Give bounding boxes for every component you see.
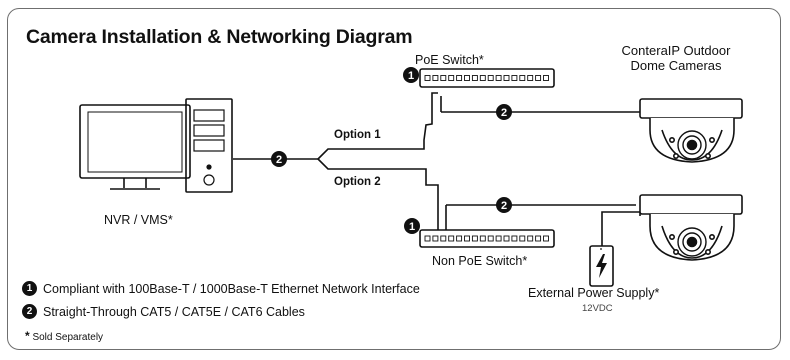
dome-camera-icon-bottom bbox=[639, 194, 743, 261]
diagram-title: Camera Installation & Networking Diagram bbox=[26, 26, 413, 48]
computer-tower-icon bbox=[185, 98, 233, 193]
switch-port bbox=[471, 235, 478, 242]
diagram-frame bbox=[7, 8, 781, 350]
switch-port bbox=[456, 75, 463, 81]
switch-port bbox=[479, 75, 486, 81]
cameras-label: ConteraIP Outdoor Dome Cameras bbox=[616, 43, 736, 73]
footnote: * Sold Separately bbox=[25, 329, 103, 343]
non-poe-switch-icon bbox=[419, 229, 555, 248]
switch-port bbox=[543, 75, 549, 81]
option-1-label: Option 1 bbox=[334, 129, 381, 141]
switch-port bbox=[503, 235, 510, 242]
switch-port bbox=[543, 235, 549, 242]
power-supply-voltage: 12VDC bbox=[582, 303, 613, 314]
footnote-text: Sold Separately bbox=[32, 332, 104, 343]
poe-switch-icon bbox=[419, 68, 555, 88]
badge-2-bottom-camera-cable: 2 bbox=[496, 197, 512, 213]
nvr-vms-label: NVR / VMS* bbox=[104, 213, 173, 227]
legend-badge-1: 1 bbox=[22, 281, 37, 296]
svg-text:2: 2 bbox=[276, 154, 282, 166]
switch-port bbox=[440, 75, 447, 81]
switch-port bbox=[448, 75, 455, 81]
legend-text-2: Straight-Through CAT5 / CAT5E / CAT6 Cab… bbox=[43, 304, 305, 319]
svg-text:2: 2 bbox=[501, 200, 507, 212]
switch-port bbox=[424, 75, 431, 81]
switch-port bbox=[519, 235, 526, 242]
monitor-icon bbox=[79, 104, 191, 190]
legend-item-2: 2 Straight-Through CAT5 / CAT5E / CAT6 C… bbox=[22, 304, 305, 319]
switch-port bbox=[432, 75, 439, 81]
option-2-label: Option 2 bbox=[334, 176, 381, 188]
svg-text:1: 1 bbox=[408, 70, 414, 82]
switch-port bbox=[495, 235, 502, 242]
non-poe-switch-label: Non PoE Switch* bbox=[432, 254, 528, 268]
badge-2-top-camera-cable: 2 bbox=[496, 104, 512, 120]
cameras-label-line1: ConteraIP Outdoor bbox=[621, 43, 731, 58]
power-supply-label: External Power Supply* bbox=[528, 286, 660, 300]
switch-port bbox=[495, 75, 502, 81]
cameras-label-line2: Dome Cameras bbox=[630, 58, 722, 73]
switch-port bbox=[503, 75, 510, 81]
legend-badge-2: 2 bbox=[22, 304, 37, 319]
svg-text:2: 2 bbox=[501, 107, 507, 119]
power-supply-icon bbox=[589, 245, 614, 287]
badge-1-poe-switch: 1 bbox=[403, 67, 419, 83]
switch-port bbox=[535, 235, 542, 242]
switch-port bbox=[456, 235, 463, 242]
switch-port bbox=[487, 235, 494, 242]
poe-switch-label: PoE Switch* bbox=[415, 53, 484, 67]
badge-1-non-poe-switch: 1 bbox=[404, 218, 420, 234]
switch-port bbox=[479, 235, 486, 242]
switch-port bbox=[424, 235, 431, 242]
badge-2-nvr-cable: 2 bbox=[271, 151, 287, 167]
switch-port bbox=[535, 75, 542, 81]
switch-port bbox=[464, 75, 470, 81]
legend-text-1: Compliant with 100Base-T / 1000Base-T Et… bbox=[43, 281, 420, 296]
footnote-star: * bbox=[25, 329, 30, 343]
legend-item-1: 1 Compliant with 100Base-T / 1000Base-T … bbox=[22, 281, 420, 296]
dome-camera-icon-top bbox=[639, 98, 743, 163]
switch-port bbox=[519, 75, 526, 81]
svg-text:1: 1 bbox=[409, 221, 415, 233]
switch-port bbox=[511, 75, 518, 81]
switch-port bbox=[527, 235, 534, 242]
switch-port bbox=[527, 75, 534, 81]
switch-port bbox=[471, 75, 478, 81]
switch-port bbox=[487, 75, 494, 81]
switch-port bbox=[511, 235, 518, 242]
switch-port bbox=[448, 235, 455, 242]
switch-port bbox=[432, 235, 439, 242]
switch-port bbox=[440, 235, 447, 242]
switch-port bbox=[464, 235, 470, 242]
